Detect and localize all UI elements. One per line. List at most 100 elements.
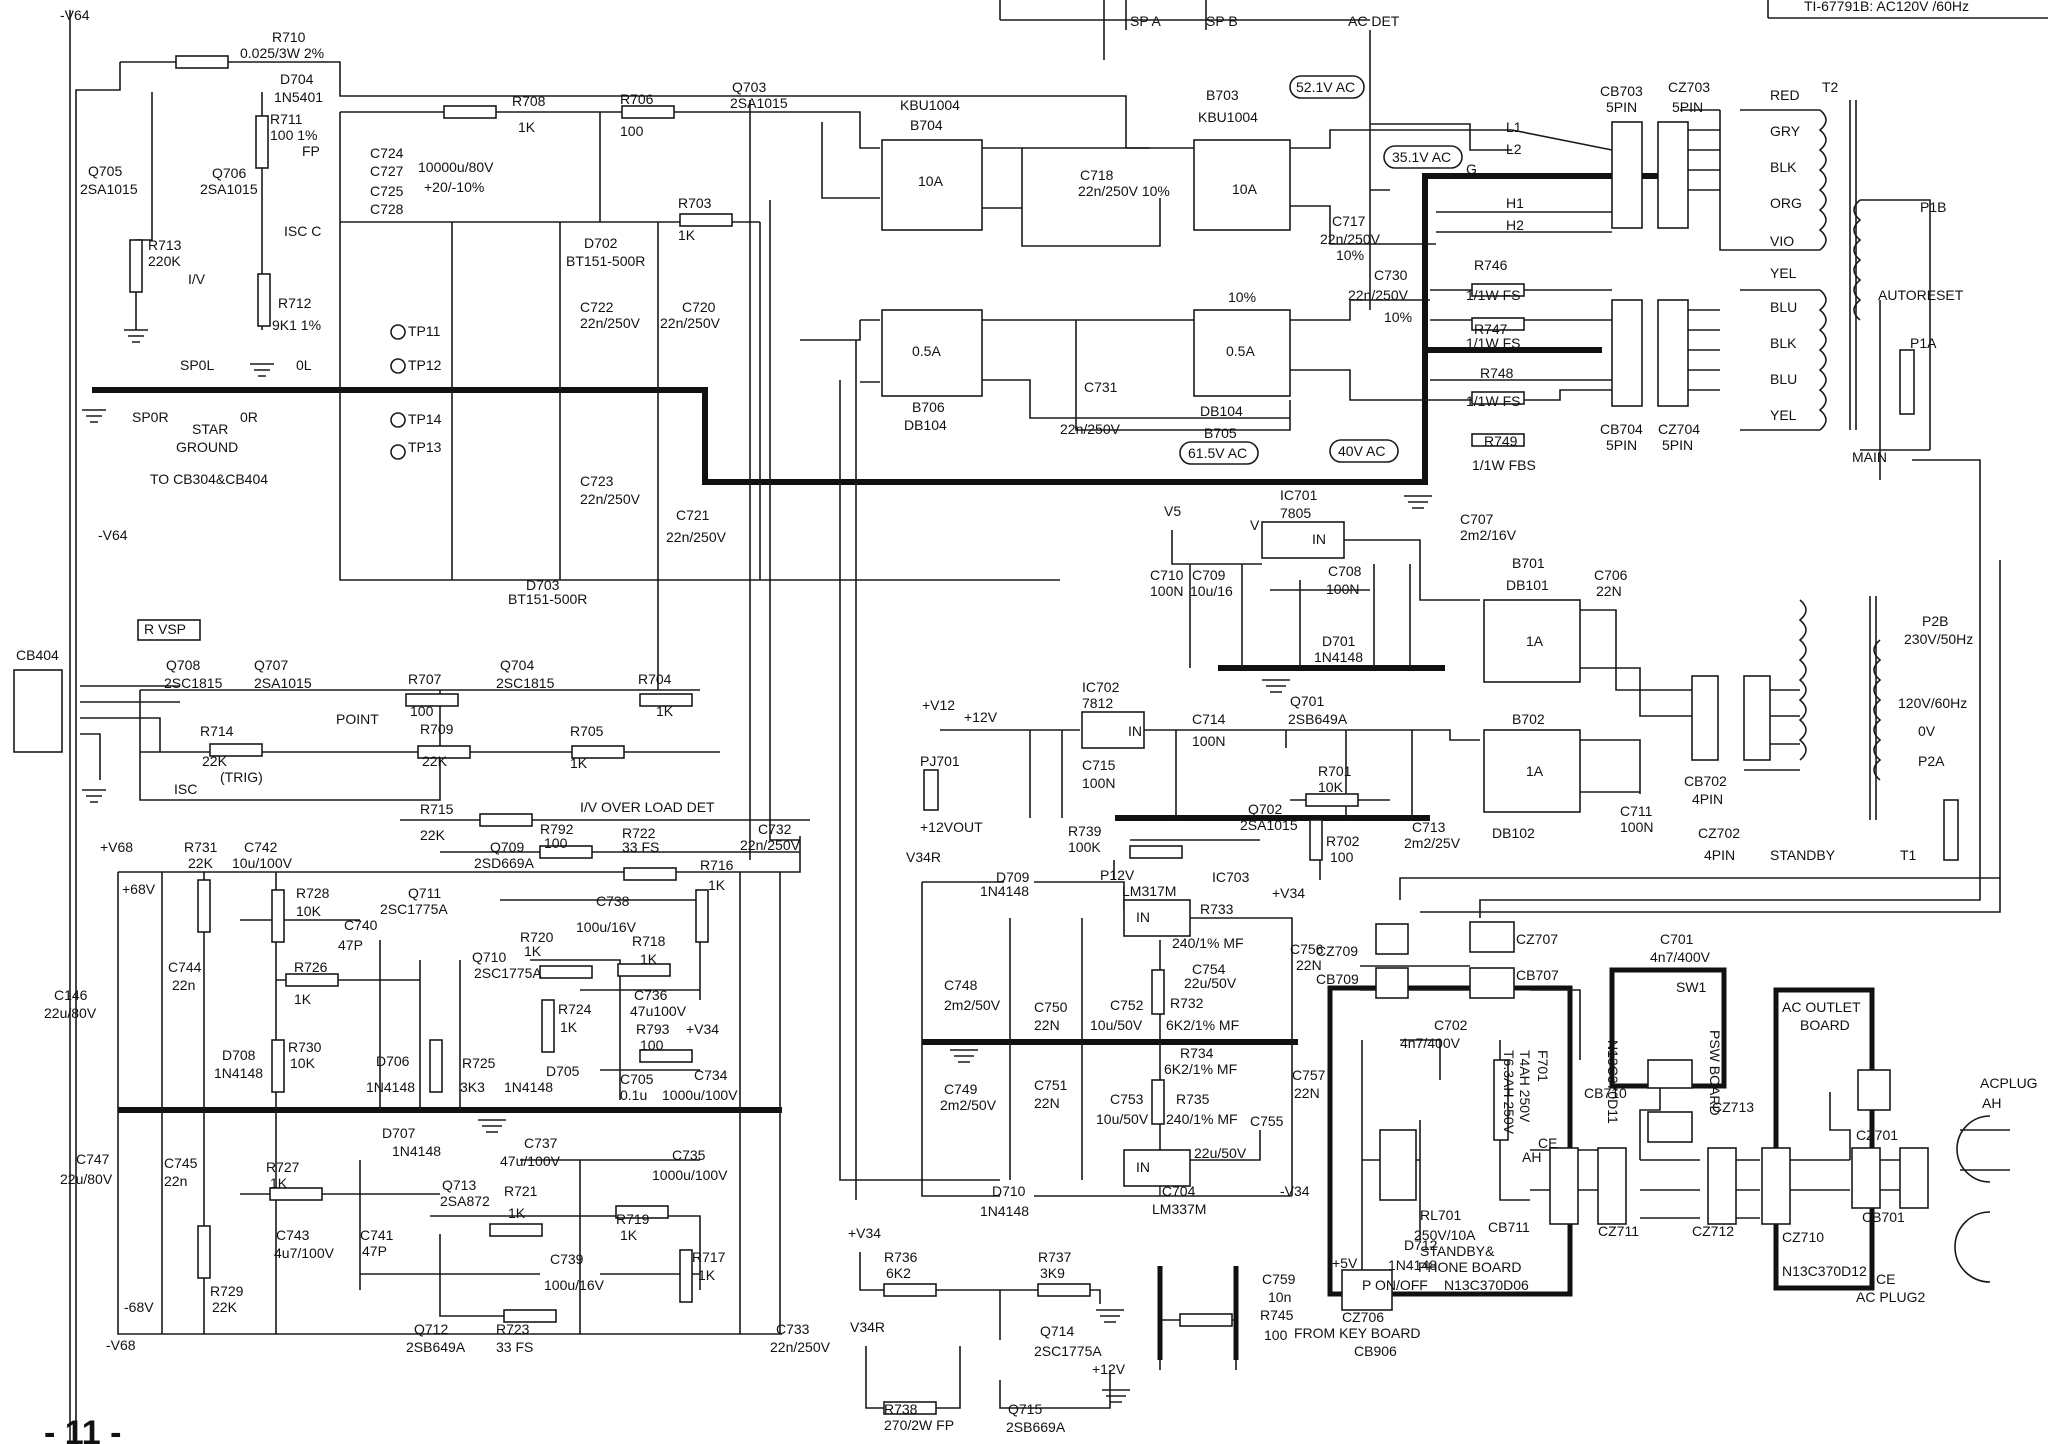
label-v615: 61.5V AC — [1188, 445, 1247, 461]
label-n13d: N13C370D12 — [1782, 1263, 1867, 1279]
label-r730: R730 — [288, 1039, 322, 1055]
label-d706v: 1N4148 — [366, 1079, 415, 1095]
label-q715v: 2SB669A — [1006, 1419, 1066, 1435]
label-spb: SP B — [1206, 13, 1238, 29]
label-v34a: +V34 — [686, 1021, 719, 1037]
label-c749: C749 — [944, 1081, 978, 1097]
resistor-r721 — [489, 1223, 543, 1237]
label-r739v: 100K — [1068, 839, 1101, 855]
label-l1: L1 — [1506, 119, 1522, 135]
label-p1b: P1B — [1920, 199, 1946, 215]
resistor-r792 — [539, 845, 593, 859]
label-r747: R747 — [1474, 321, 1508, 337]
label-c742v: 10u/100V — [232, 855, 293, 871]
label-pv34: +V34 — [1272, 885, 1305, 901]
label-c747: C747 — [76, 1151, 110, 1167]
connector-cb704 — [1611, 299, 1643, 407]
label-h1: H1 — [1506, 195, 1524, 211]
label-r716: R716 — [700, 857, 734, 873]
label-c701v: 4n7/400V — [1650, 949, 1711, 965]
label-r714: R714 — [200, 723, 234, 739]
label-plus5v: +5V — [1332, 1255, 1358, 1271]
page-number: - 11 - — [44, 1414, 121, 1444]
label-blk1: BLK — [1770, 159, 1797, 175]
label-cz707: CZ707 — [1516, 931, 1558, 947]
label-v34r: V34R — [906, 849, 941, 865]
label-cb704: CB704 — [1600, 421, 1643, 437]
callout-rvsp — [137, 619, 201, 641]
resistor-r712 — [257, 273, 271, 327]
label-r711v: 100 1% — [270, 127, 317, 143]
label-c730: C730 — [1374, 267, 1408, 283]
ac-outlet-board-outline — [1773, 987, 1875, 1291]
label-r733: R733 — [1200, 901, 1234, 917]
resistor-r705 — [571, 745, 625, 759]
label-c717: C717 — [1332, 213, 1366, 229]
label-r729v: 22K — [212, 1299, 238, 1315]
label-r708: R708 — [512, 93, 546, 109]
resistor-r728 — [271, 889, 285, 943]
label-r719: R719 — [616, 1211, 650, 1227]
label-cz711: CZ711 — [1598, 1223, 1639, 1239]
label-r729: R729 — [210, 1283, 244, 1299]
label-c727: C727 — [370, 163, 404, 179]
label-gp: G — [1466, 161, 1477, 177]
resistor-r704 — [639, 693, 693, 707]
label-c731v: 22n/250V — [1060, 421, 1121, 437]
board-outlines — [1327, 967, 1875, 1297]
label-ic702: IC702 — [1082, 679, 1120, 695]
label-tocb: TO CB304&CB404 — [150, 471, 268, 487]
label-or: 0R — [240, 409, 258, 425]
label-cz702p: 4PIN — [1704, 847, 1735, 863]
label-c710v: 100N — [1150, 583, 1183, 599]
label-c742: C742 — [244, 839, 278, 855]
label-v68b: -V68 — [106, 1337, 136, 1353]
label-r711: R711 — [270, 111, 303, 127]
label-c724v: 10000u/80V — [418, 159, 494, 175]
label-d706: D706 — [376, 1053, 410, 1069]
resistor-r722 — [623, 867, 677, 881]
resistor-r719 — [615, 1205, 669, 1219]
label-q709: Q709 — [490, 839, 524, 855]
label-q705v: 2SA1015 — [80, 181, 138, 197]
label-r734: R734 — [1180, 1045, 1214, 1061]
label-c740v: 47P — [338, 937, 363, 953]
label-r722: R722 — [622, 825, 656, 841]
jack-pj701 — [923, 769, 939, 811]
connector-cz710 — [1761, 1147, 1791, 1225]
label-r705v: 1K — [570, 755, 588, 771]
label-r708v: 1K — [518, 119, 536, 135]
label-v351: 35.1V AC — [1392, 149, 1451, 165]
label-pswboard: PSW BOARD — [1707, 1030, 1723, 1116]
label-t63: T6.3AH 250V — [1501, 1050, 1517, 1135]
label-c714v: 100N — [1192, 733, 1225, 749]
label-v64b: -V64 — [98, 527, 128, 543]
resistor-r731 — [197, 879, 211, 933]
label-vv: V — [1250, 517, 1260, 533]
label-cee: CE — [1538, 1135, 1557, 1151]
ac-outlet-socket — [1857, 1069, 1891, 1111]
regulator-ic704 — [1123, 1149, 1191, 1187]
label-l2: L2 — [1506, 141, 1522, 157]
resistor-r718 — [617, 963, 671, 977]
label-q704: Q704 — [500, 657, 534, 673]
label-c715: C715 — [1082, 757, 1116, 773]
label-c745v: 22n — [164, 1173, 187, 1189]
label-c711: C711 — [1620, 803, 1653, 819]
label-d709: D709 — [996, 869, 1030, 885]
label-tp14: TP14 — [408, 411, 442, 427]
label-gry: GRY — [1770, 123, 1801, 139]
label-r715: R715 — [420, 801, 454, 817]
label-c722: C722 — [580, 299, 614, 315]
label-d707: D707 — [382, 1125, 416, 1141]
label-b704: B704 — [910, 117, 943, 133]
label-in2: IN — [1128, 723, 1142, 739]
label-c744v: 22n — [172, 977, 195, 993]
resistor-r707 — [405, 693, 459, 707]
label-q704v: 2SC1815 — [496, 675, 555, 691]
label-t2: T2 — [1822, 79, 1839, 95]
label-ce: CE — [1876, 1271, 1895, 1287]
label-v521: 52.1V AC — [1296, 79, 1355, 95]
regulator-ic701 — [1261, 521, 1345, 559]
resistor-r734 — [1151, 1079, 1165, 1125]
